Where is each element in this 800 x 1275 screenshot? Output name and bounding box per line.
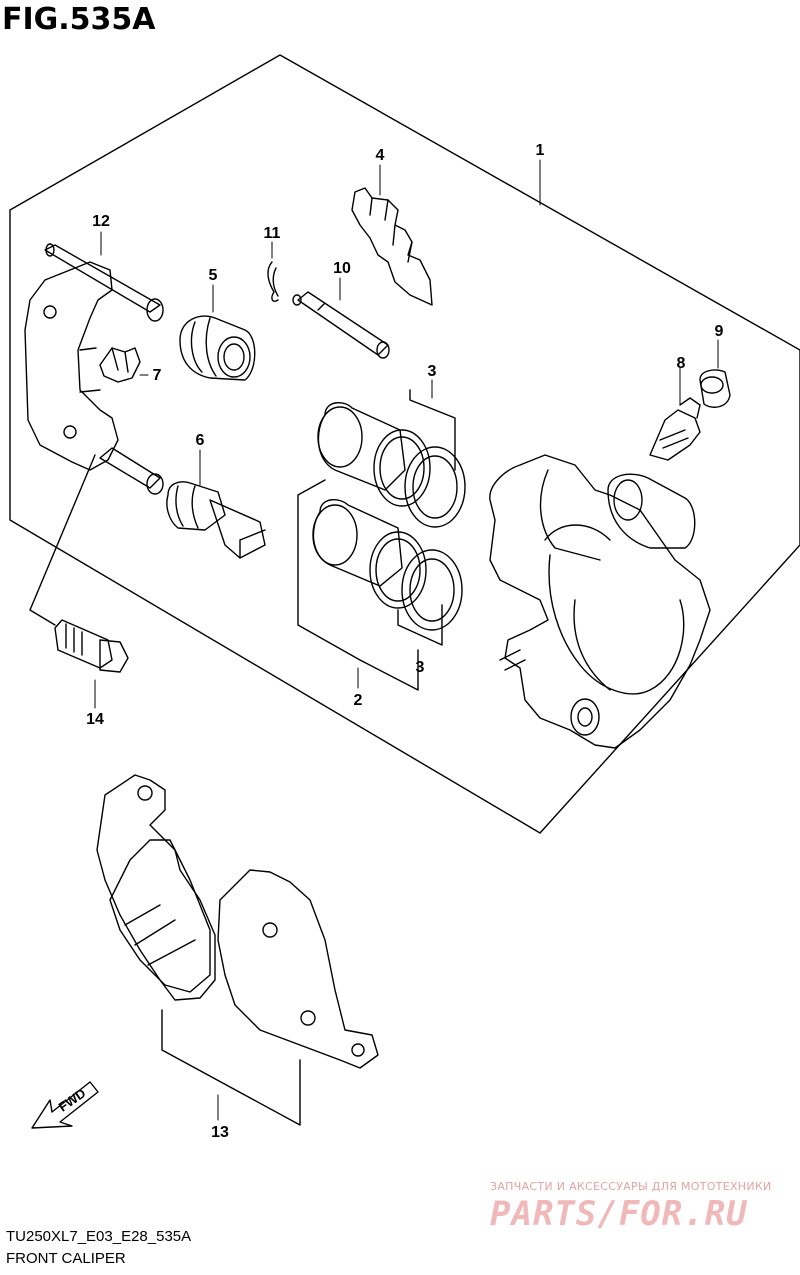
callout-1: 1 — [536, 142, 545, 159]
callout-9: 9 — [715, 323, 724, 340]
brake-pad-front — [96, 774, 216, 1001]
pad-spring-clip — [99, 347, 141, 383]
callout-4: 4 — [376, 147, 385, 164]
brake-pad-rear — [217, 869, 379, 1069]
figure-title: FIG.535A — [2, 2, 156, 37]
fwd-arrow-icon: FWD — [31, 1081, 99, 1129]
callout-2: 2 — [354, 692, 363, 709]
callout-7: 7 — [153, 367, 162, 384]
callout-6: 6 — [196, 432, 205, 449]
figure-name: FRONT CALIPER — [6, 1250, 126, 1267]
leader-lines — [94, 159, 719, 1121]
callout-3-lower: 3 — [416, 659, 425, 676]
slide-pin-with-boot — [166, 481, 266, 559]
piston-group-bracket — [297, 479, 419, 691]
piston-seals — [369, 429, 466, 631]
cotter-pin — [267, 261, 279, 302]
callout-8: 8 — [677, 355, 686, 372]
callout-11: 11 — [264, 225, 281, 242]
pad-pin — [292, 291, 390, 359]
callout-12: 12 — [92, 213, 110, 230]
piston-lower — [312, 499, 403, 587]
pad-group-bracket — [161, 1009, 301, 1126]
seal-group-bracket-lower — [397, 604, 443, 646]
pad-spring — [351, 187, 433, 306]
seal-group-bracket-upper — [409, 389, 456, 471]
callout-10: 10 — [333, 260, 351, 277]
callout-3-upper: 3 — [428, 363, 437, 380]
figure-code: TU250XL7_E03_E28_535A — [6, 1228, 192, 1245]
piston-upper — [317, 402, 406, 491]
dust-boot — [179, 315, 256, 381]
caliper-body — [489, 454, 711, 749]
bleeder-screw — [649, 397, 701, 461]
watermark-tagline: ЗАПЧАСТИ И АКСЕССУАРЫ ДЛЯ МОТОТЕХНИКИ — [490, 1180, 772, 1193]
bleeder-cap — [699, 369, 731, 408]
callout-13: 13 — [211, 1124, 229, 1141]
callout-14: 14 — [86, 711, 104, 728]
caliper-bracket — [24, 261, 119, 471]
slide-pin-lower — [99, 447, 164, 495]
watermark-logo: PARTS∕FOR.RU — [490, 1194, 748, 1234]
mounting-bolt — [54, 619, 129, 673]
slide-pin-upper — [44, 243, 164, 322]
callout-5: 5 — [209, 267, 218, 284]
assembly-boundary — [9, 54, 800, 834]
bolt-leader — [29, 454, 96, 626]
